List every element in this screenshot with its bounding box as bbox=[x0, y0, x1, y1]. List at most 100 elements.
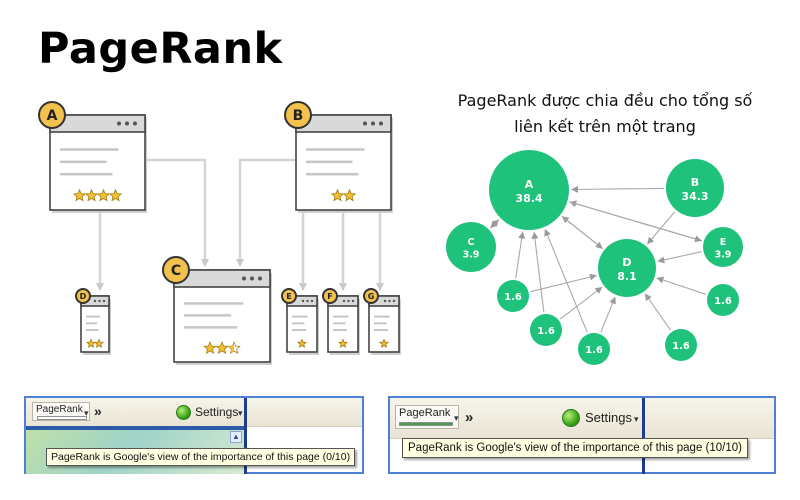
graph-node-s4 bbox=[707, 284, 739, 316]
graph-edge-arrow bbox=[544, 228, 588, 333]
pagerank-bar bbox=[399, 422, 453, 426]
graph-node-value: 1.6 bbox=[585, 345, 603, 356]
graph-edge-arrow bbox=[600, 296, 616, 333]
window-dot-icon bbox=[388, 299, 391, 303]
text-line-placeholder bbox=[60, 160, 107, 164]
graph-edge-arrow bbox=[657, 251, 702, 264]
graph-node-b bbox=[666, 159, 724, 217]
dropdown-arrow-icon[interactable]: ▾ bbox=[454, 413, 459, 423]
graph-node-d bbox=[598, 239, 656, 297]
graph-node-value: 1.6 bbox=[504, 292, 522, 303]
page-badge bbox=[38, 101, 66, 129]
window-dot-icon bbox=[363, 121, 367, 126]
page-title: PageRank bbox=[38, 24, 283, 74]
graph-edge-arrow bbox=[490, 219, 500, 229]
rating-star-icon bbox=[96, 188, 111, 202]
graph-edge-arrow bbox=[569, 201, 702, 243]
settings-button[interactable]: Settings bbox=[195, 405, 239, 419]
graph-caption-line-1: PageRank được chia đều cho tổng số bbox=[457, 91, 753, 110]
pagerank-tooltip: PageRank is Google's view of the importa… bbox=[402, 438, 748, 458]
graph-node-value: 1.6 bbox=[672, 341, 690, 352]
graph-node-value: 34.3 bbox=[681, 190, 708, 203]
dropdown-arrow-icon[interactable]: ▾ bbox=[84, 408, 89, 418]
settings-dropdown-icon[interactable]: ▾ bbox=[634, 414, 639, 424]
page-badge bbox=[363, 288, 379, 304]
window-dot-icon bbox=[351, 299, 355, 303]
text-line-placeholder bbox=[374, 329, 388, 332]
window-dot-icon bbox=[117, 121, 121, 126]
text-line-placeholder bbox=[60, 148, 119, 151]
window-dot-icon bbox=[383, 299, 387, 303]
window-dot-icon bbox=[371, 121, 375, 126]
rating-star-icon bbox=[338, 338, 348, 348]
graph-node-e bbox=[703, 227, 743, 267]
toolbar-panel-low: PageRank ▾ » Settings ▾ ▲ PageRank is Go… bbox=[24, 396, 364, 474]
pagerank-dropdown[interactable]: PageRank bbox=[32, 402, 90, 421]
page-badge-label: D bbox=[80, 292, 87, 301]
scroll-up-button[interactable]: ▲ bbox=[230, 431, 242, 443]
status-green-icon bbox=[176, 405, 191, 420]
pagerank-tooltip: PageRank is Google's view of the importa… bbox=[46, 448, 356, 466]
settings-button[interactable]: Settings bbox=[585, 410, 632, 425]
text-line-placeholder bbox=[60, 172, 113, 176]
text-line-placeholder bbox=[184, 314, 232, 317]
window-dot-icon bbox=[258, 276, 262, 281]
text-line-placeholder bbox=[292, 329, 306, 332]
window-dot-icon bbox=[98, 299, 101, 303]
graph-node-value: 1.6 bbox=[714, 296, 732, 307]
graph-node-value: 3.9 bbox=[463, 250, 480, 261]
text-line-placeholder bbox=[86, 315, 101, 318]
settings-dropdown-icon[interactable]: ▾ bbox=[238, 408, 243, 418]
window-dot-icon bbox=[347, 299, 350, 303]
text-line-placeholder bbox=[86, 329, 99, 332]
rating-star-icon bbox=[330, 188, 345, 202]
window-dot-icon bbox=[306, 299, 309, 303]
page-badge-label: B bbox=[293, 108, 304, 124]
rating-star-icon bbox=[94, 338, 104, 348]
graph-node-value: 38.4 bbox=[515, 192, 542, 205]
text-line-placeholder bbox=[333, 329, 347, 332]
text-line-placeholder bbox=[292, 315, 308, 318]
text-line-placeholder bbox=[374, 322, 387, 325]
rating-star-icon bbox=[203, 341, 217, 354]
text-line-placeholder bbox=[292, 322, 305, 325]
page-badge bbox=[281, 288, 297, 304]
graph-edge-arrow bbox=[531, 231, 545, 313]
window-dot-icon bbox=[310, 299, 314, 303]
pagerank-dropdown[interactable]: PageRank bbox=[395, 405, 459, 429]
pagerank-label: PageRank bbox=[36, 404, 83, 415]
toolbar-divider bbox=[642, 398, 645, 474]
link-arrow bbox=[140, 158, 209, 267]
rating-star-icon bbox=[86, 338, 96, 348]
window-dot-icon bbox=[102, 299, 106, 303]
text-line-placeholder bbox=[333, 315, 349, 318]
pagerank-label: PageRank bbox=[399, 407, 451, 419]
toolbar-overflow-chevrons[interactable]: » bbox=[465, 409, 474, 426]
graph-edge-arrow bbox=[559, 286, 603, 320]
graph-node-a bbox=[489, 150, 569, 230]
graph-node-name: C bbox=[468, 237, 475, 248]
pagerank-bar-fill bbox=[400, 423, 452, 425]
page-badge-label: G bbox=[368, 292, 375, 301]
page-badge-label: E bbox=[286, 292, 291, 301]
graph-node-name: E bbox=[720, 237, 727, 248]
page-header-band bbox=[26, 426, 244, 430]
rating-star-icon bbox=[297, 338, 307, 348]
text-line-placeholder bbox=[184, 302, 244, 305]
graph-caption: PageRank được chia đều cho tổng số liên … bbox=[430, 88, 780, 140]
rating-star-icon bbox=[379, 338, 389, 348]
graph-edge-arrow bbox=[571, 185, 665, 193]
pagerank-bar bbox=[37, 416, 87, 420]
text-line-placeholder bbox=[306, 160, 353, 164]
rating-star-icon bbox=[342, 188, 357, 202]
window-dot-icon bbox=[301, 299, 305, 303]
window-dot-icon bbox=[93, 299, 97, 303]
text-line-placeholder bbox=[333, 322, 346, 325]
graph-node-name: D bbox=[622, 256, 631, 269]
page-badge bbox=[75, 288, 91, 304]
text-line-placeholder bbox=[374, 315, 390, 318]
toolbar-overflow-chevrons[interactable]: » bbox=[94, 403, 102, 419]
window-dot-icon bbox=[125, 121, 129, 126]
window-dot-icon bbox=[379, 121, 383, 126]
window-dot-icon bbox=[392, 299, 396, 303]
